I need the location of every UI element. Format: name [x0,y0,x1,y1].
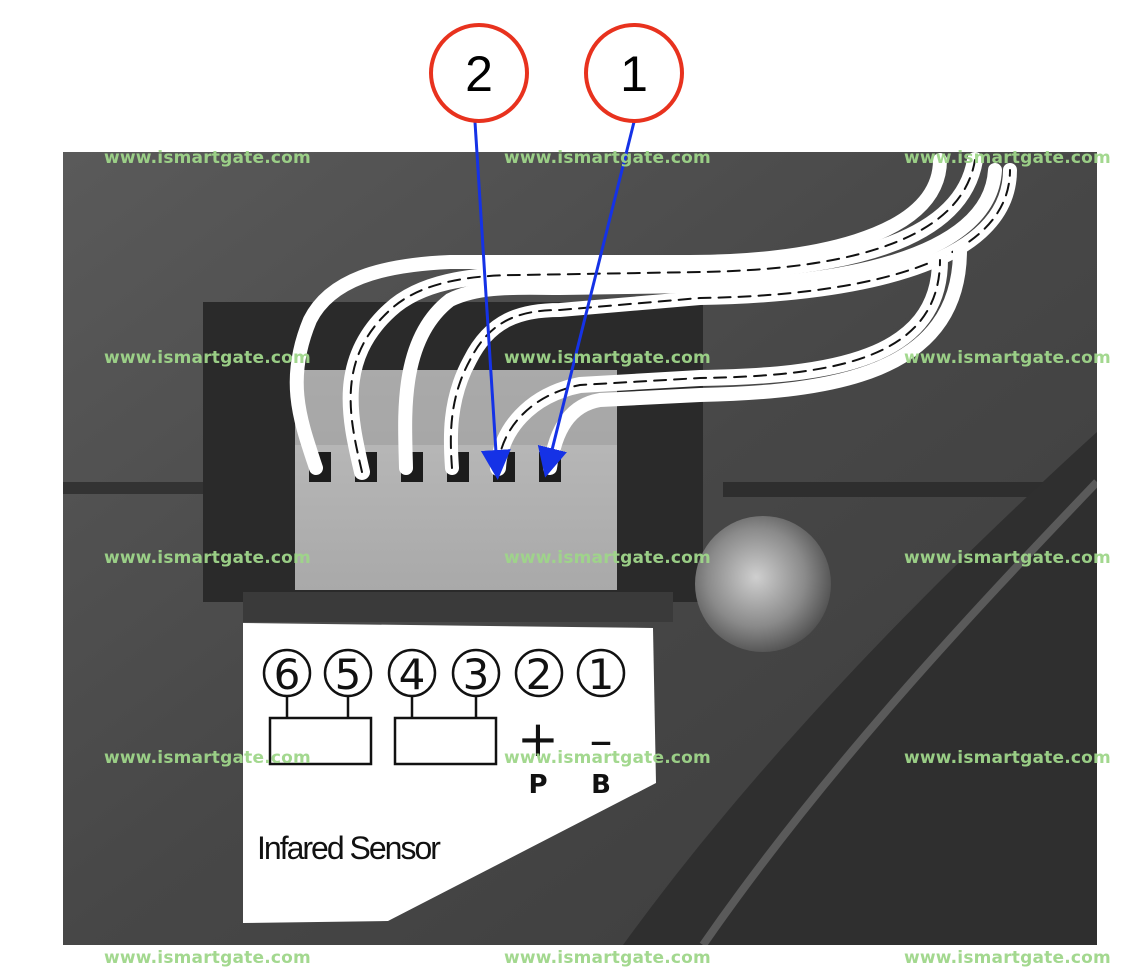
wire-5 [342,152,983,480]
wire-1 [543,243,967,475]
sensor-title: Infared Sensor [257,830,441,866]
watermark-text: www.ismartgate.com [504,548,711,568]
watermark-text: www.ismartgate.com [504,748,711,768]
watermark-text: www.ismartgate.com [104,348,311,368]
pin-2-circle [514,648,564,698]
callout-2: 2 [429,23,529,123]
screw [695,516,831,652]
watermark-text: www.ismartgate.com [104,748,311,768]
pin-3-number: 3 [463,650,490,699]
watermark-text: www.ismartgate.com [504,348,711,368]
label-card-bg [243,623,656,923]
pin-4-number: 4 [399,650,426,699]
wire-bundle [289,152,1017,480]
pins-6-5-box [268,716,373,766]
watermark-text: www.ismartgate.com [104,948,311,968]
housing-edge [723,482,1097,497]
watermark-text: www.ismartgate.com [504,148,711,168]
watermark-text: www.ismartgate.com [904,948,1111,968]
callout-2-label: 2 [465,46,493,102]
wire-2-stripe [497,259,941,469]
pins-4-3-box [393,716,498,766]
housing-curve [623,432,1097,945]
wire-5-stripe [349,159,976,473]
plus-symbol: + [517,710,559,768]
wire-6 [289,153,947,475]
pin-1-circle [576,648,626,698]
watermark-text: www.ismartgate.com [504,948,711,968]
arrow-to-terminal-1 [537,121,636,478]
watermark-text: www.ismartgate.com [904,148,1111,168]
wire-4 [398,163,1002,475]
pin-1-number: 1 [588,650,615,699]
callout-1-label: 1 [620,46,648,102]
callout-1-ring [584,23,684,123]
pin-1-letter: B [591,770,611,800]
pin-2-number: 2 [526,650,553,699]
watermark-text: www.ismartgate.com [904,548,1111,568]
callout-1: 1 [584,23,684,123]
pin-6-number: 6 [274,650,301,699]
watermark-text: www.ismartgate.com [904,748,1111,768]
housing-highlight [699,479,1097,945]
callout-2-ring [429,23,529,123]
watermark-text: www.ismartgate.com [104,548,311,568]
watermark-text: www.ismartgate.com [104,148,311,168]
arrow-to-terminal-2 [473,121,511,480]
housing-edge [63,482,203,494]
minus-symbol: – [590,713,613,767]
block-base [243,592,673,622]
watermark-text: www.ismartgate.com [904,348,1111,368]
pin-2-letter: P [528,770,547,800]
pin-5-number: 5 [335,650,362,699]
